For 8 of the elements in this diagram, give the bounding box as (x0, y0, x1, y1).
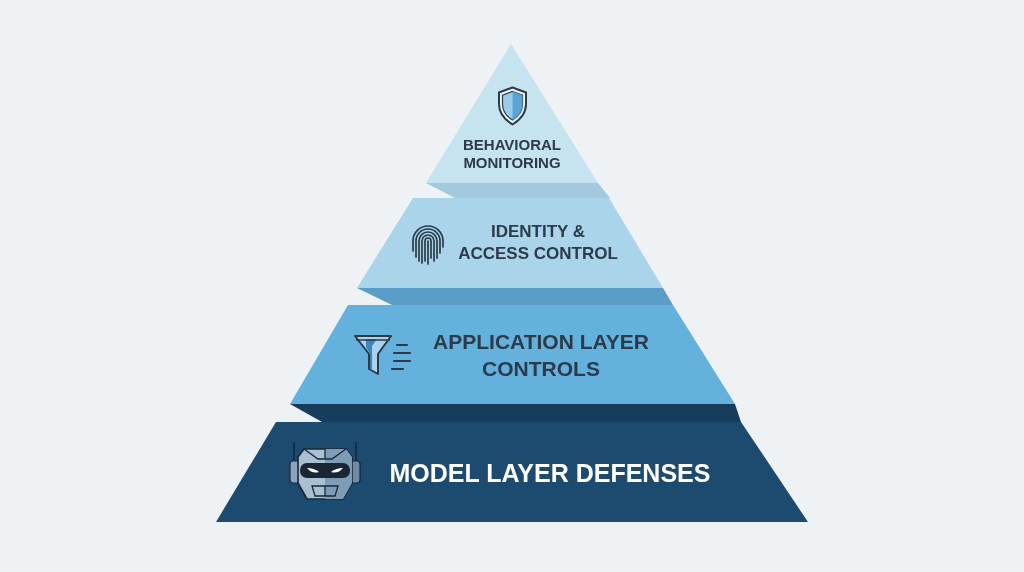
pyramid-tier (357, 198, 673, 305)
pyramid-tier (426, 44, 610, 198)
tier-label: MODEL LAYER DEFENSES (389, 458, 711, 488)
tier-label: BEHAVIORAL MONITORING (461, 136, 563, 172)
pyramid-tier (290, 305, 741, 422)
pyramid-tier (216, 422, 808, 522)
tier-label: IDENTITY & ACCESS CONTROL (457, 221, 619, 265)
tier-label: APPLICATION LAYER CONTROLS (432, 329, 650, 382)
